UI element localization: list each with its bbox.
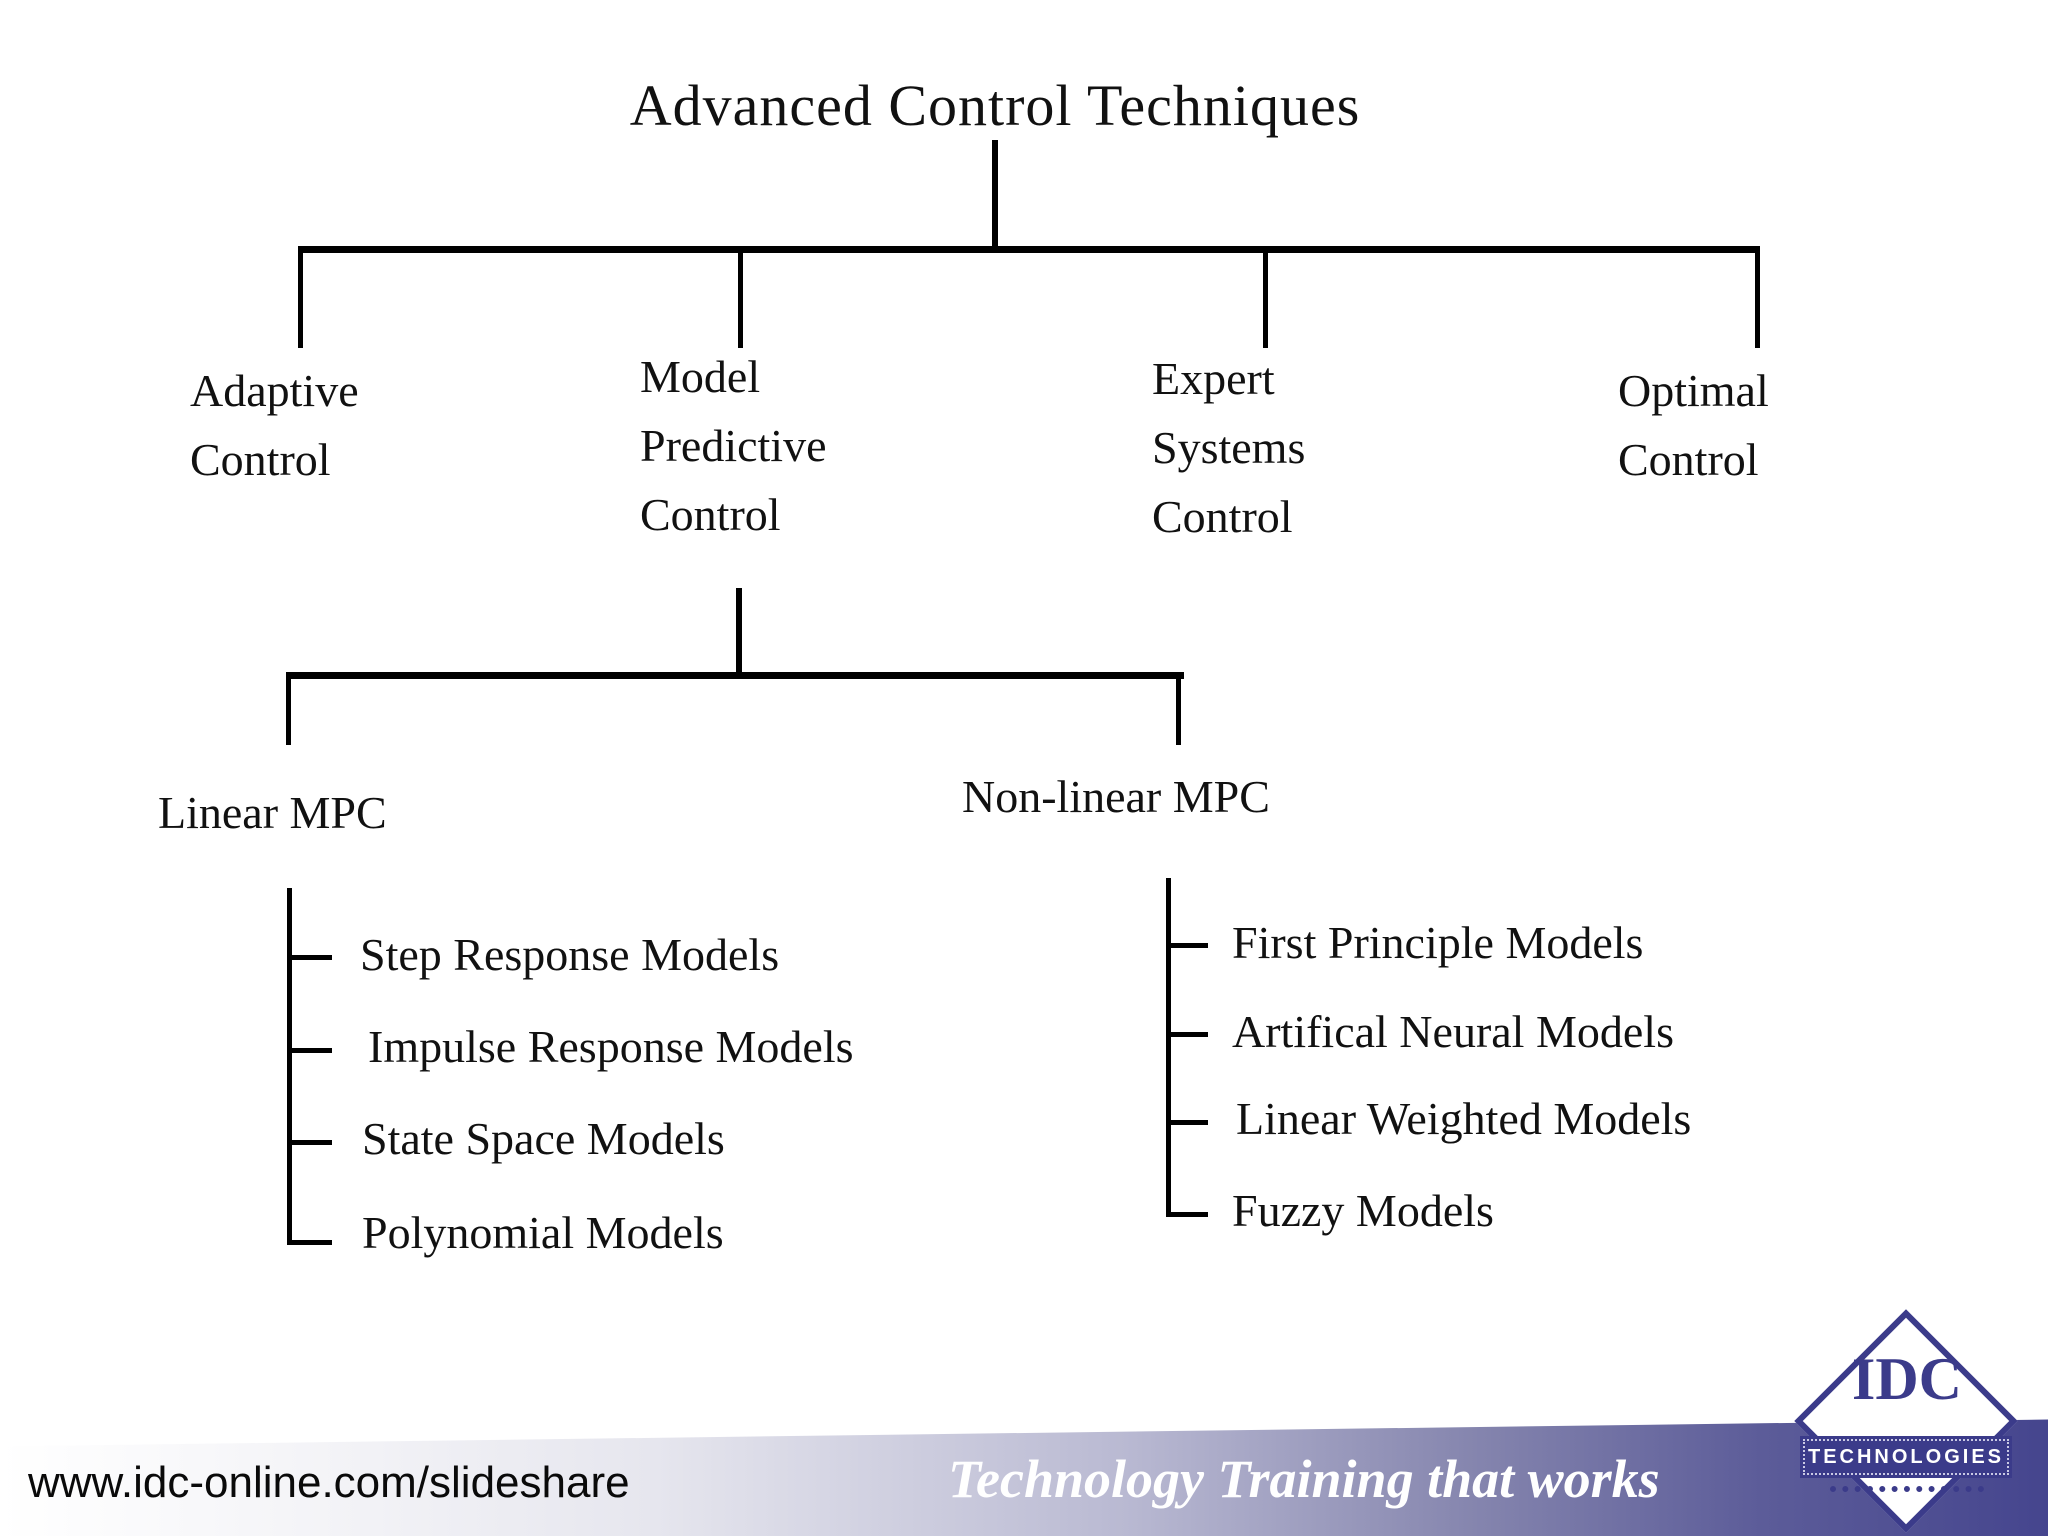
- leaf-first-principle-models: First Principle Models: [1232, 917, 1644, 968]
- connector-root-stub: [992, 140, 998, 248]
- node-optimal-control: Optimal Control: [1618, 365, 1769, 485]
- leaf-impulse-response-models: Impulse Response Models: [368, 1021, 854, 1072]
- tick-linear-2: [287, 1048, 332, 1053]
- tick-nonlinear-2: [1166, 1032, 1208, 1037]
- diagram-title: Advanced Control Techniques: [629, 73, 1361, 138]
- tick-nonlinear-1: [1166, 943, 1208, 948]
- bracket-nonlinear-mpc: [1166, 878, 1171, 1217]
- leaf-linear-weighted-models: Linear Weighted Models: [1236, 1093, 1692, 1144]
- node-nonlinear-mpc: Non-linear MPC: [962, 771, 1270, 822]
- tick-linear-3: [287, 1140, 332, 1145]
- leaf-fuzzy-models: Fuzzy Models: [1232, 1185, 1494, 1236]
- connector-level1-rail: [298, 246, 1760, 253]
- tick-nonlinear-3: [1166, 1120, 1208, 1125]
- node-model-predictive-control: Model Predictive Control: [640, 351, 827, 540]
- connector-drop-adaptive: [298, 250, 303, 348]
- tick-linear-1: [287, 955, 332, 960]
- connector-drop-nonlinear-mpc: [1176, 677, 1181, 745]
- bracket-linear-mpc: [287, 888, 292, 1245]
- idc-logo-acronym: IDC: [1851, 1346, 1962, 1412]
- connector-drop-linear-mpc: [286, 677, 291, 745]
- connector-level2-rail: [286, 672, 1184, 679]
- connector-mpc-stub: [736, 588, 742, 674]
- idc-logo-banner: TECHNOLOGIES: [1800, 1436, 2012, 1478]
- node-expert-systems-control: Expert Systems Control: [1152, 353, 1306, 542]
- leaf-state-space-models: State Space Models: [362, 1113, 725, 1164]
- footer-url: www.idc-online.com/slideshare: [28, 1458, 630, 1507]
- leaf-polynomial-models: Polynomial Models: [362, 1207, 724, 1258]
- connector-drop-mpc: [738, 250, 743, 348]
- tick-linear-4: [287, 1240, 332, 1245]
- footer-tagline: Technology Training that works: [948, 1449, 1660, 1509]
- leaf-artifical-neural-models: Artifical Neural Models: [1232, 1006, 1674, 1057]
- node-linear-mpc: Linear MPC: [158, 787, 387, 838]
- connector-drop-optimal: [1755, 250, 1760, 348]
- node-adaptive-control: Adaptive Control: [190, 365, 359, 485]
- idc-logo-dotted-rule: [1830, 1486, 1984, 1492]
- tick-nonlinear-4: [1166, 1212, 1208, 1217]
- leaf-step-response-models: Step Response Models: [360, 929, 780, 980]
- connector-drop-expert: [1263, 250, 1268, 348]
